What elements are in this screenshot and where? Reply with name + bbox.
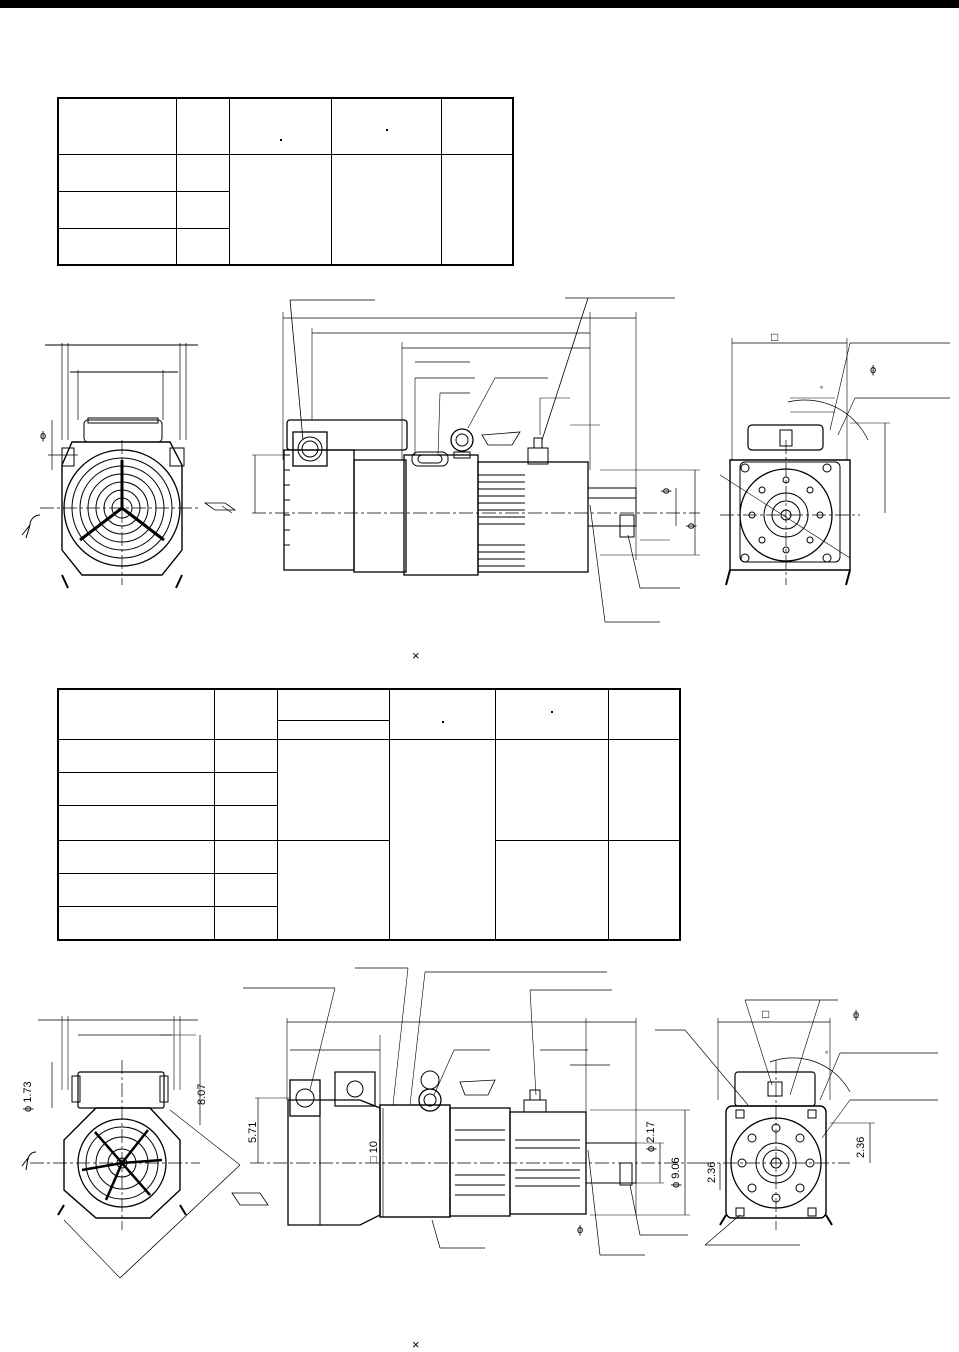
table2-cell	[389, 738, 496, 941]
degree-symbol: °	[820, 385, 824, 394]
square-symbol: □	[762, 1007, 770, 1021]
dim-label: 5.71	[247, 1121, 259, 1143]
degree-symbol: °	[825, 1050, 829, 1059]
table1-cell	[57, 227, 178, 266]
motor2-side-view	[243, 967, 700, 1256]
dim-label: ϕ 2.17	[645, 1121, 657, 1152]
dim-label: 2.36	[855, 1136, 867, 1158]
table2-header-cell	[276, 719, 391, 740]
table1-cell	[176, 190, 230, 229]
phi-symbol: ϕ	[577, 1224, 584, 1236]
dim-label: 8.07	[196, 1083, 208, 1105]
dim-label: ϕ 9.06	[670, 1157, 682, 1188]
motor1-flange-end-view	[719, 338, 950, 586]
table2-cell	[276, 839, 391, 941]
phi-symbol: ϕ	[870, 364, 877, 376]
table2-cell	[494, 839, 610, 941]
header-bar	[0, 0, 959, 8]
scale-mark: ×	[412, 648, 420, 663]
table1-cell	[176, 227, 230, 266]
table2-header-cell	[389, 688, 496, 740]
table2-cell	[214, 805, 278, 841]
table2-cell	[57, 839, 216, 874]
table1-header-cell	[57, 97, 178, 155]
spec-table-1	[57, 97, 514, 266]
spec-table-2	[57, 688, 681, 941]
motor2-fan-end-view	[21, 1016, 269, 1279]
phi-symbol: ϕ	[853, 1009, 860, 1021]
table2-cell	[57, 805, 216, 841]
table2-cell	[214, 772, 278, 807]
dim-label: 2.36	[706, 1161, 718, 1183]
table2-cell	[494, 738, 610, 841]
table2-cell	[57, 772, 216, 807]
table2-header-cell	[214, 688, 278, 740]
phi-symbol: ϕ	[660, 487, 673, 495]
phi-symbol: ϕ	[40, 430, 47, 442]
square-symbol: □	[771, 330, 779, 344]
table1-cell	[228, 153, 333, 266]
table1-cell	[331, 153, 443, 266]
dim-label: □ 10	[368, 1141, 380, 1163]
table2-cell	[608, 738, 681, 841]
table1-header-cell	[176, 97, 230, 155]
table2-cell	[214, 872, 278, 908]
motor1-fan-end-view	[21, 343, 237, 589]
table1-cell	[441, 153, 514, 266]
table1-header-cell	[441, 97, 514, 155]
motor2-flange-end-view	[655, 999, 938, 1246]
phi-symbol: ϕ	[685, 522, 698, 530]
table2-cell	[214, 906, 278, 941]
table2-header-cell	[494, 688, 610, 740]
table1-header-cell	[331, 97, 443, 155]
dim-label: ϕ 1.73	[22, 1081, 34, 1112]
table2-cell	[608, 839, 681, 941]
table2-header-cell	[276, 688, 391, 721]
table2-cell	[57, 906, 216, 941]
table2-header-cell	[57, 688, 216, 740]
table2-header-cell	[608, 688, 681, 740]
motor1-side-view	[252, 297, 700, 623]
scale-mark: ×	[412, 1337, 420, 1352]
